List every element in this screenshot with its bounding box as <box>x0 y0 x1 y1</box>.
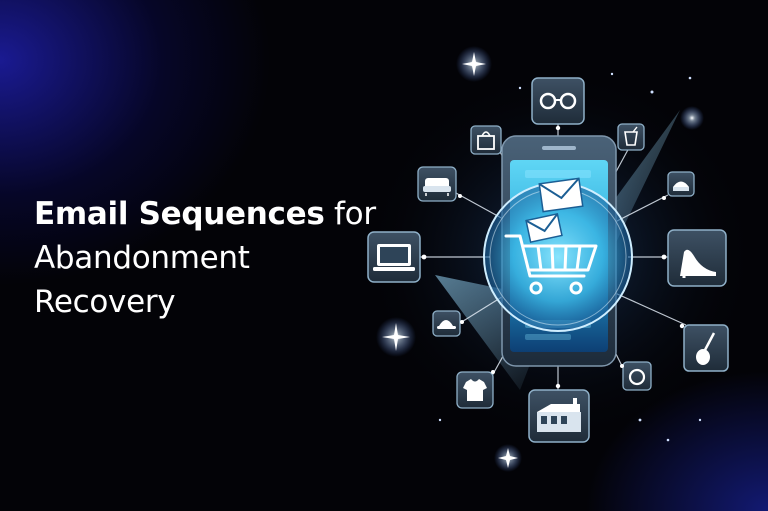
connector-nodes <box>421 125 685 389</box>
shopping-cart-icon <box>504 234 598 295</box>
laptop-icon <box>367 231 421 283</box>
sparkles <box>376 46 704 472</box>
headline-line3: Recovery <box>34 284 176 320</box>
envelope-icon <box>525 213 563 243</box>
sunglasses-icon <box>531 77 585 125</box>
ring-icon <box>622 361 652 391</box>
hat-icon <box>432 310 461 337</box>
shopping-bag-icon <box>470 125 502 155</box>
t-shirt-icon <box>456 371 494 409</box>
envelope-icon <box>538 177 584 213</box>
high-heel-shoe-icon <box>667 229 727 287</box>
headline-bold: Email Sequences <box>34 196 325 232</box>
drink-cup-icon <box>617 123 645 151</box>
headline-line2: Abandonment <box>34 240 250 276</box>
sofa-icon <box>417 166 457 202</box>
cake-icon <box>667 171 695 197</box>
guitar-icon <box>683 324 729 372</box>
store-icon <box>528 389 590 443</box>
